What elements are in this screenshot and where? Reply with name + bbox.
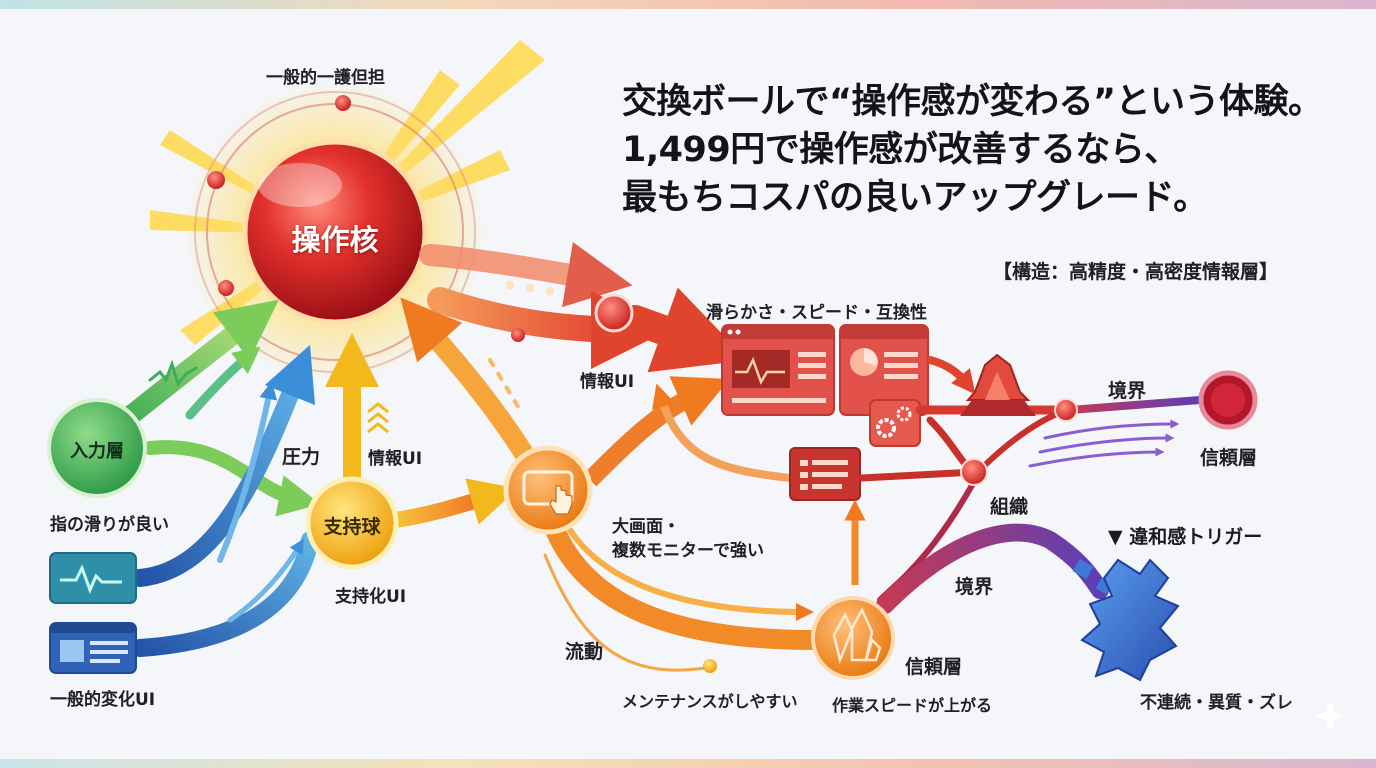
- pulse-monitor-widget: [49, 552, 137, 604]
- dashboard-panel: [839, 324, 929, 416]
- input-layer-label: 入力層: [70, 441, 124, 462]
- top-gradient-border: [0, 0, 1376, 9]
- core-ball: [242, 139, 428, 325]
- core-highlight: [258, 163, 342, 207]
- trust-layer-right-inner: [1211, 383, 1245, 417]
- purple-stream-arrows: [1028, 419, 1180, 468]
- label-general-change-ui: 一般的変化UI: [50, 690, 156, 710]
- label-maintenance: メンテナンスがしやすい: [622, 692, 798, 711]
- boundary-node: [1054, 398, 1078, 422]
- label-large-screen-1: 大画面・: [612, 517, 680, 537]
- touch-to-core-arrows: [400, 297, 535, 465]
- input-to-core-arrows: [115, 299, 279, 430]
- label-boundary-mid: 境界: [955, 576, 994, 598]
- gear-icon: [869, 399, 921, 447]
- bottom-gradient-border: [0, 759, 1376, 768]
- label-large-screen-2: 複数モニターで強い: [612, 541, 764, 561]
- label-organization: 組織: [990, 496, 1029, 518]
- label-finger-smooth: 指の滑りが良い: [50, 515, 169, 535]
- label-top-burden: 一般的一護但担: [266, 68, 385, 88]
- support-to-touch-arrow: [393, 478, 519, 528]
- organization-node: [960, 458, 988, 486]
- trust-layer-right-label: 信頼層: [1200, 447, 1258, 469]
- sparkle-icon: [1314, 700, 1346, 732]
- small-red-node: [511, 328, 525, 342]
- headline-line-2: 1,499円で操作感が改善するなら、: [622, 130, 1179, 170]
- trust-layer-center-label: 信頼層: [905, 656, 963, 678]
- browser-window-widget: [49, 622, 137, 674]
- label-discomfort-trigger: ▼ 違和感トリガー: [1108, 526, 1263, 548]
- crystal-icon-small: [832, 607, 882, 665]
- bottom-flow-arrows: [543, 520, 825, 672]
- label-discontinuity: 不連続・異質・ズレ: [1140, 693, 1293, 713]
- touch-to-panel-arrow: [583, 376, 730, 487]
- label-support-ui: 支持化UI: [335, 587, 407, 607]
- label-flow: 流動: [565, 641, 604, 663]
- label-info-ui-center: 情報UI: [580, 372, 635, 392]
- list-panel: [789, 447, 861, 501]
- dashed-blue-segments: [1072, 558, 1113, 595]
- crystal-icon: [960, 353, 1036, 416]
- small-yellow-node: [703, 659, 717, 673]
- label-smooth-speed: 滑らかさ・スピード・互換性: [706, 303, 927, 323]
- structure-note: 【構造：高精度・高密度情報層】: [993, 261, 1279, 283]
- support-ball-label: 支持球: [323, 516, 381, 538]
- touch-interaction-node: [503, 445, 593, 535]
- headline-line-3: 最もちコスパの良いアップグレード。: [622, 178, 1208, 218]
- info-node-dot: [594, 293, 634, 333]
- chevron-up-icon: [367, 402, 389, 434]
- blue-arrows: [131, 344, 319, 657]
- core-label: 操作核: [291, 223, 379, 257]
- core-to-info-arrows: [419, 242, 748, 373]
- input-layer-node: [47, 398, 147, 498]
- input-to-support-arrow: [143, 440, 321, 517]
- label-pressure: 圧力: [282, 446, 321, 468]
- label-info-ui-left: 情報UI: [368, 449, 423, 469]
- monitor-panel-large: [721, 324, 835, 416]
- flow-dots: [506, 281, 554, 295]
- touch-hand-icon: [522, 470, 574, 515]
- jagged-discomfort-shape: [1080, 558, 1180, 682]
- orbit-dots: [207, 95, 351, 296]
- label-speed-up: 作業スピードが上がる: [832, 696, 993, 715]
- panel-back-arrow: [652, 383, 791, 482]
- label-boundary-top: 境界: [1108, 380, 1147, 402]
- headline: 交換ボールで“操作感が変わる”という体験。 1,499円で操作感が改善するなら、…: [622, 78, 1323, 222]
- headline-line-1: 交換ボールで“操作感が変わる”という体験。: [622, 82, 1323, 122]
- support-ball-node: [305, 476, 399, 570]
